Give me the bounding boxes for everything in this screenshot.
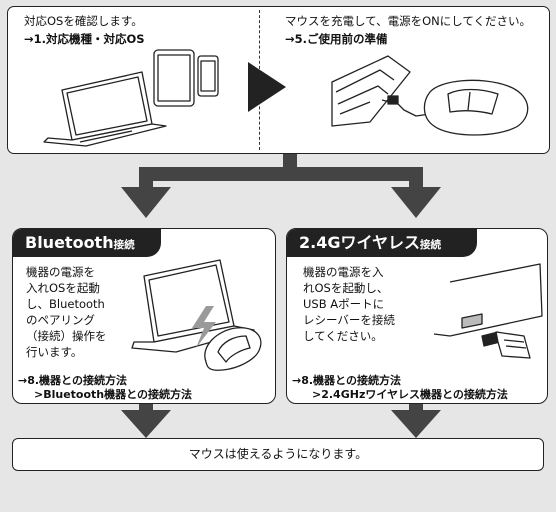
laptop-icon	[131, 259, 255, 353]
flow-arrow-right	[391, 187, 441, 218]
wireless-panel: 2.4Gワイヤレス接続	[286, 228, 548, 404]
result-box: マウスは使えるようになります。	[12, 438, 544, 471]
wireless-title-main: 2.4Gワイヤレス	[299, 233, 420, 252]
flow-arrow-bottom-left	[121, 410, 171, 438]
link-supported-models[interactable]: →1.対応機種・対応OS	[24, 32, 145, 46]
bluetooth-desc-line: 入れOSを起動	[26, 281, 100, 295]
step-charge-text: マウスを充電して、電源をONにしてください。	[285, 14, 532, 28]
bluetooth-desc-line: 機器の電源を	[26, 265, 95, 279]
usb-receiver-icon	[481, 331, 531, 359]
mouse-icon	[423, 79, 529, 136]
wireless-link-1[interactable]: →8.機器との接続方法	[292, 374, 401, 387]
bluetooth-desc-line: 行います。	[26, 345, 83, 359]
wireless-desc-line: USB Aポートに	[303, 297, 385, 311]
wireless-panel-title: 2.4Gワイヤレス接続	[287, 229, 477, 257]
wireless-link-2[interactable]: >2.4GHzワイヤレス機器との接続方法	[312, 388, 508, 401]
lightning-icon	[192, 306, 216, 348]
flow-branch-bar	[139, 167, 423, 181]
flow-arrow-bottom-right	[391, 410, 441, 438]
devices-illustration	[43, 49, 219, 147]
usb-receiver-illustration	[433, 263, 543, 359]
computer-side	[449, 263, 543, 337]
bluetooth-link-2[interactable]: >Bluetooth機器との接続方法	[34, 388, 193, 401]
bluetooth-panel-title: Bluetooth接続	[13, 229, 161, 257]
wireless-desc-line: レシーバーを接続	[303, 313, 395, 327]
wireless-desc-line: してください。	[303, 329, 383, 343]
result-text: マウスは使えるようになります。	[188, 447, 368, 461]
bluetooth-description: 機器の電源を 入れOSを起動 し、Bluetooth のペアリング （接続）操作…	[26, 264, 107, 360]
bluetooth-illustration	[131, 259, 262, 371]
next-step-arrow-icon	[248, 62, 286, 112]
mouse-icon	[204, 327, 262, 371]
bluetooth-desc-line: （接続）操作を	[26, 329, 107, 343]
wireless-title-sub: 接続	[420, 239, 441, 251]
charging-illustration	[331, 55, 529, 136]
bluetooth-desc-line: のペアリング	[26, 313, 95, 327]
wireless-desc-line: れOSを起動し、	[303, 281, 389, 295]
bluetooth-link-1[interactable]: →8.機器との接続方法	[18, 374, 127, 387]
link-before-use[interactable]: →5.ご使用前の準備	[285, 32, 388, 46]
usb-port-icon	[461, 313, 483, 329]
step-check-os-text: 対応OSを確認します。	[24, 14, 143, 28]
flow-arrow-left	[121, 187, 171, 218]
wireless-desc-line: 機器の電源を入	[303, 265, 384, 279]
bluetooth-title-main: Bluetooth	[25, 233, 114, 252]
wireless-description: 機器の電源を入 れOSを起動し、 USB Aポートに レシーバーを接続 してくだ…	[303, 264, 395, 344]
laptop-icon	[43, 71, 167, 147]
bluetooth-title-sub: 接続	[113, 239, 135, 251]
bluetooth-desc-line: し、Bluetooth	[26, 297, 105, 311]
